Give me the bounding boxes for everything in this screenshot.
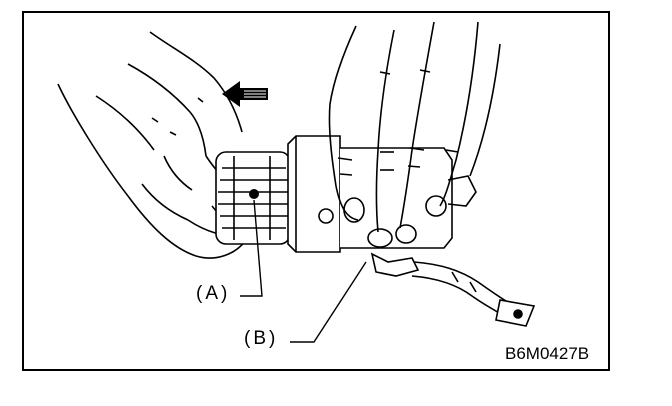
lead-wire bbox=[370, 252, 536, 327]
starter-body bbox=[215, 135, 477, 253]
leader-line-a bbox=[240, 199, 263, 297]
callout-label-a: (A) bbox=[196, 283, 231, 304]
figure-code: B6M0427B bbox=[505, 344, 590, 363]
right-hand bbox=[328, 21, 501, 248]
leader-line-b bbox=[290, 261, 367, 343]
callout-label-b: (B) bbox=[244, 328, 279, 349]
arrow-left-icon bbox=[222, 81, 268, 107]
figure-frame bbox=[22, 11, 610, 371]
screw-a bbox=[249, 189, 259, 199]
